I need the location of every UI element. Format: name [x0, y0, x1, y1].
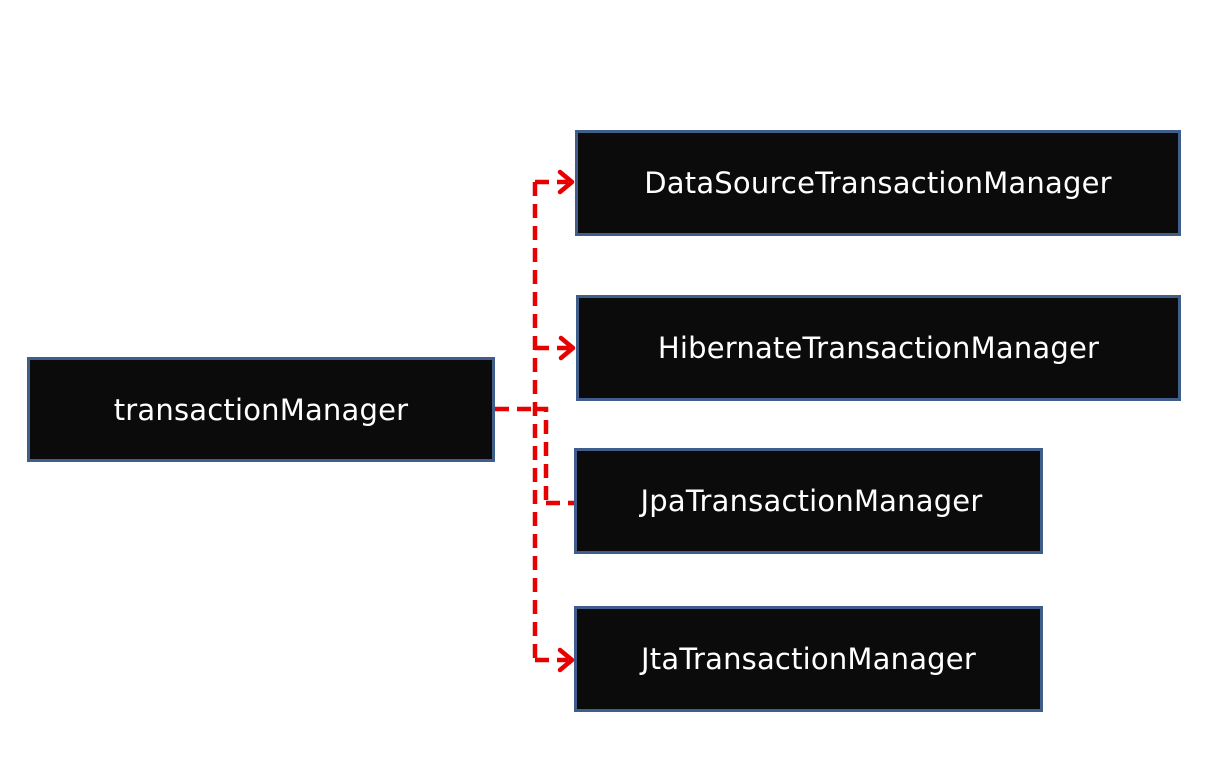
node-jta-transaction-manager: JtaTransactionManager — [574, 606, 1043, 712]
arrowhead-jta — [557, 647, 575, 673]
connector-spine-secondary — [535, 406, 549, 503]
arrowhead-hibernate — [558, 335, 576, 361]
node-datasource-transaction-manager: DataSourceTransactionManager — [575, 130, 1181, 236]
node-label: HibernateTransactionManager — [657, 331, 1100, 365]
node-label: DataSourceTransactionManager — [644, 166, 1112, 200]
node-label: JtaTransactionManager — [641, 642, 976, 676]
node-label: transactionManager — [113, 392, 409, 427]
node-transaction-manager: transactionManager — [27, 357, 495, 462]
arrowhead-datasource — [557, 169, 575, 195]
node-hibernate-transaction-manager: HibernateTransactionManager — [576, 295, 1181, 401]
node-label: JpaTransactionManager — [640, 484, 983, 518]
node-jpa-transaction-manager: JpaTransactionManager — [574, 448, 1043, 554]
